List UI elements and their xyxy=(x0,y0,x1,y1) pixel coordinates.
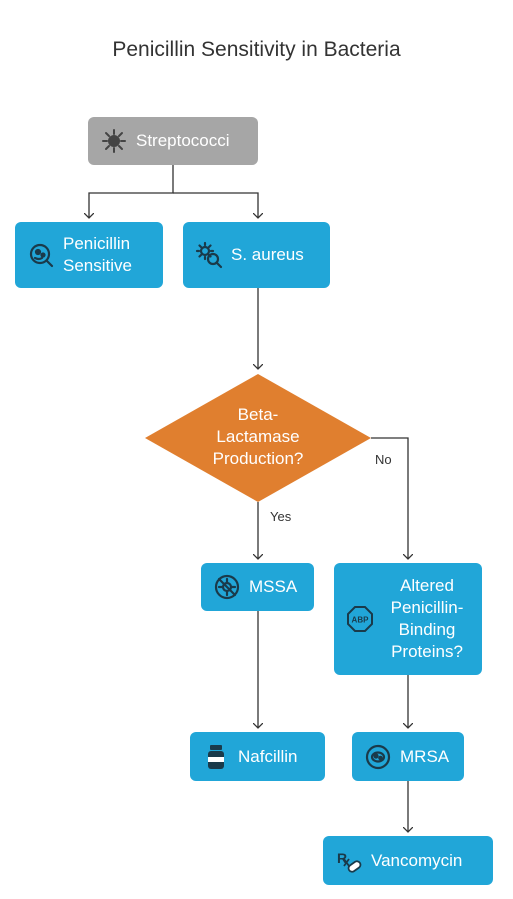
node-label: Altered Penicillin- Binding Proteins? xyxy=(390,576,464,661)
decision-diamond xyxy=(145,374,371,502)
node-label: MRSA xyxy=(400,746,450,766)
edge-label-no: No xyxy=(375,452,392,467)
node-penicillin-sensitive: Penicillin Sensitive xyxy=(15,222,163,288)
edge-decision-altered xyxy=(371,437,408,559)
node-mrsa: MRSA xyxy=(352,732,464,781)
node-s-aureus: S. aureus xyxy=(183,222,330,288)
svg-text:ABP: ABP xyxy=(352,616,370,625)
node-label: S. aureus xyxy=(231,245,304,264)
no-bacteria-icon xyxy=(213,573,241,601)
edge-streptococci-saureus xyxy=(173,192,258,218)
edge-streptococci-split xyxy=(89,165,174,218)
node-label: Penicillin Sensitive xyxy=(63,234,132,275)
abp-stop-icon: ABP xyxy=(346,605,374,633)
node-nafcillin: Nafcillin xyxy=(190,732,325,781)
node-label: Vancomycin xyxy=(371,850,463,870)
node-streptococci: Streptococci xyxy=(88,117,258,165)
node-altered-pbp: ABP Altered Penicillin- Binding Proteins… xyxy=(334,563,482,675)
node-vancomycin: R Vancomycin xyxy=(323,836,493,885)
prescription-icon: R xyxy=(335,847,363,875)
node-mssa: MSSA xyxy=(201,563,314,611)
node-label: Nafcillin xyxy=(238,746,298,766)
edge-label-yes: Yes xyxy=(270,509,292,524)
cell-icon xyxy=(364,743,392,771)
diagram-title: Penicillin Sensitivity in Bacteria xyxy=(112,38,401,61)
node-label: Streptococci xyxy=(136,131,230,150)
magnifier-bacteria-icon xyxy=(27,241,55,269)
node-label: MSSA xyxy=(249,577,298,596)
svg-text:R: R xyxy=(337,850,347,866)
medicine-bottle-icon xyxy=(202,743,230,771)
decision-label: Beta- Lactamase Production? xyxy=(212,405,304,468)
gear-search-icon xyxy=(195,241,223,269)
bacteria-icon xyxy=(100,127,128,155)
